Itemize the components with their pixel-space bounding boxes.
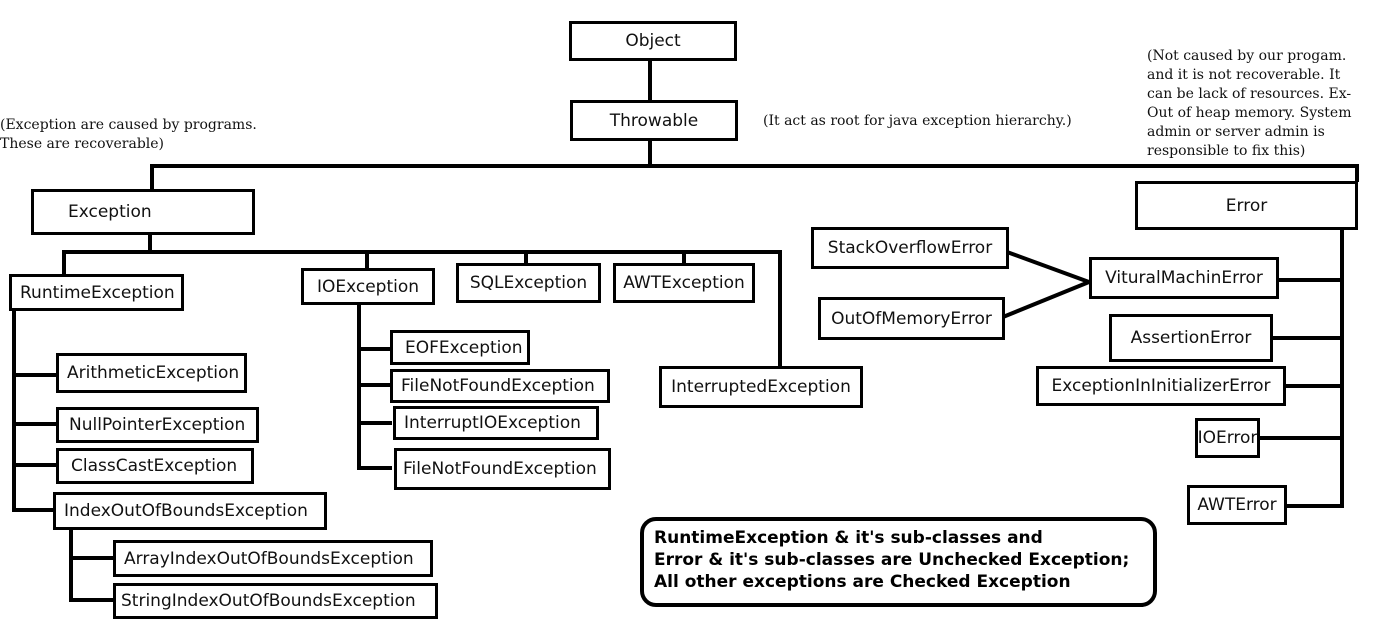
node-arithmetic-exception: ArithmeticException xyxy=(56,353,247,393)
error-note-line: can be lack of resources. Ex- xyxy=(1147,86,1352,102)
error-note: (Not caused by our progam. and it is not… xyxy=(1147,47,1351,161)
node-exception-in-initializer-error: ExceptionInInitializerError xyxy=(1036,366,1286,406)
node-string-index-out-of-bounds-exception: StringIndexOutOfBoundsException xyxy=(113,583,438,619)
node-exception: Exception xyxy=(31,189,255,235)
error-note-line: and it is not recoverable. It xyxy=(1147,67,1341,83)
node-out-of-memory-error: OutOfMemoryError xyxy=(818,297,1005,340)
node-eof-exception: EOFException xyxy=(390,330,530,365)
error-note-line: admin or server admin is xyxy=(1147,124,1325,140)
summary-line: All other exceptions are Checked Excepti… xyxy=(654,572,1071,592)
node-object: Object xyxy=(569,21,737,61)
node-index-out-of-bounds-exception: IndexOutOfBoundsException xyxy=(53,492,327,530)
exception-note: (Exception are caused by programs. These… xyxy=(0,116,257,154)
error-note-line: responsible to fix this) xyxy=(1147,143,1306,159)
summary-line: RuntimeException & it's sub-classes and xyxy=(654,528,1043,548)
node-io-exception: IOException xyxy=(301,268,435,305)
node-null-pointer-exception: NullPointerException xyxy=(56,407,259,443)
node-array-index-out-of-bounds-exception: ArrayIndexOutOfBoundsException xyxy=(113,540,433,577)
exception-note-line: These are recoverable) xyxy=(0,136,165,152)
summary-line: Error & it's sub-classes are Unchecked E… xyxy=(654,550,1130,570)
error-note-line: Out of heap memory. System xyxy=(1147,105,1352,121)
node-class-cast-exception: ClassCastException xyxy=(56,448,254,484)
error-note-line: (Not caused by our progam. xyxy=(1147,48,1347,64)
node-assertion-error: AssertionError xyxy=(1109,314,1273,362)
exception-note-line: (Exception are caused by programs. xyxy=(0,117,257,133)
node-runtime-exception: RuntimeException xyxy=(9,274,184,311)
node-file-not-found-exception-1: FileNotFoundException xyxy=(390,369,610,403)
node-file-not-found-exception-2: FileNotFoundException xyxy=(394,448,611,490)
node-interrupted-exception: InterruptedException xyxy=(659,366,863,408)
node-interrupt-io-exception: InterruptIOException xyxy=(393,406,599,440)
node-error: Error xyxy=(1135,181,1358,230)
node-virtual-machine-error: VituralMachinError xyxy=(1089,257,1279,299)
node-awt-error: AWTError xyxy=(1187,485,1287,525)
node-awt-exception: AWTException xyxy=(613,263,755,303)
node-stack-overflow-error: StackOverflowError xyxy=(811,227,1009,269)
node-sql-exception: SQLException xyxy=(456,263,601,303)
node-throwable: Throwable xyxy=(570,100,738,141)
checked-unchecked-summary: RuntimeException & it's sub-classes and … xyxy=(640,517,1157,607)
node-io-error: IOError xyxy=(1195,418,1260,458)
throwable-note: (It act as root for java exception hiera… xyxy=(763,113,1072,129)
